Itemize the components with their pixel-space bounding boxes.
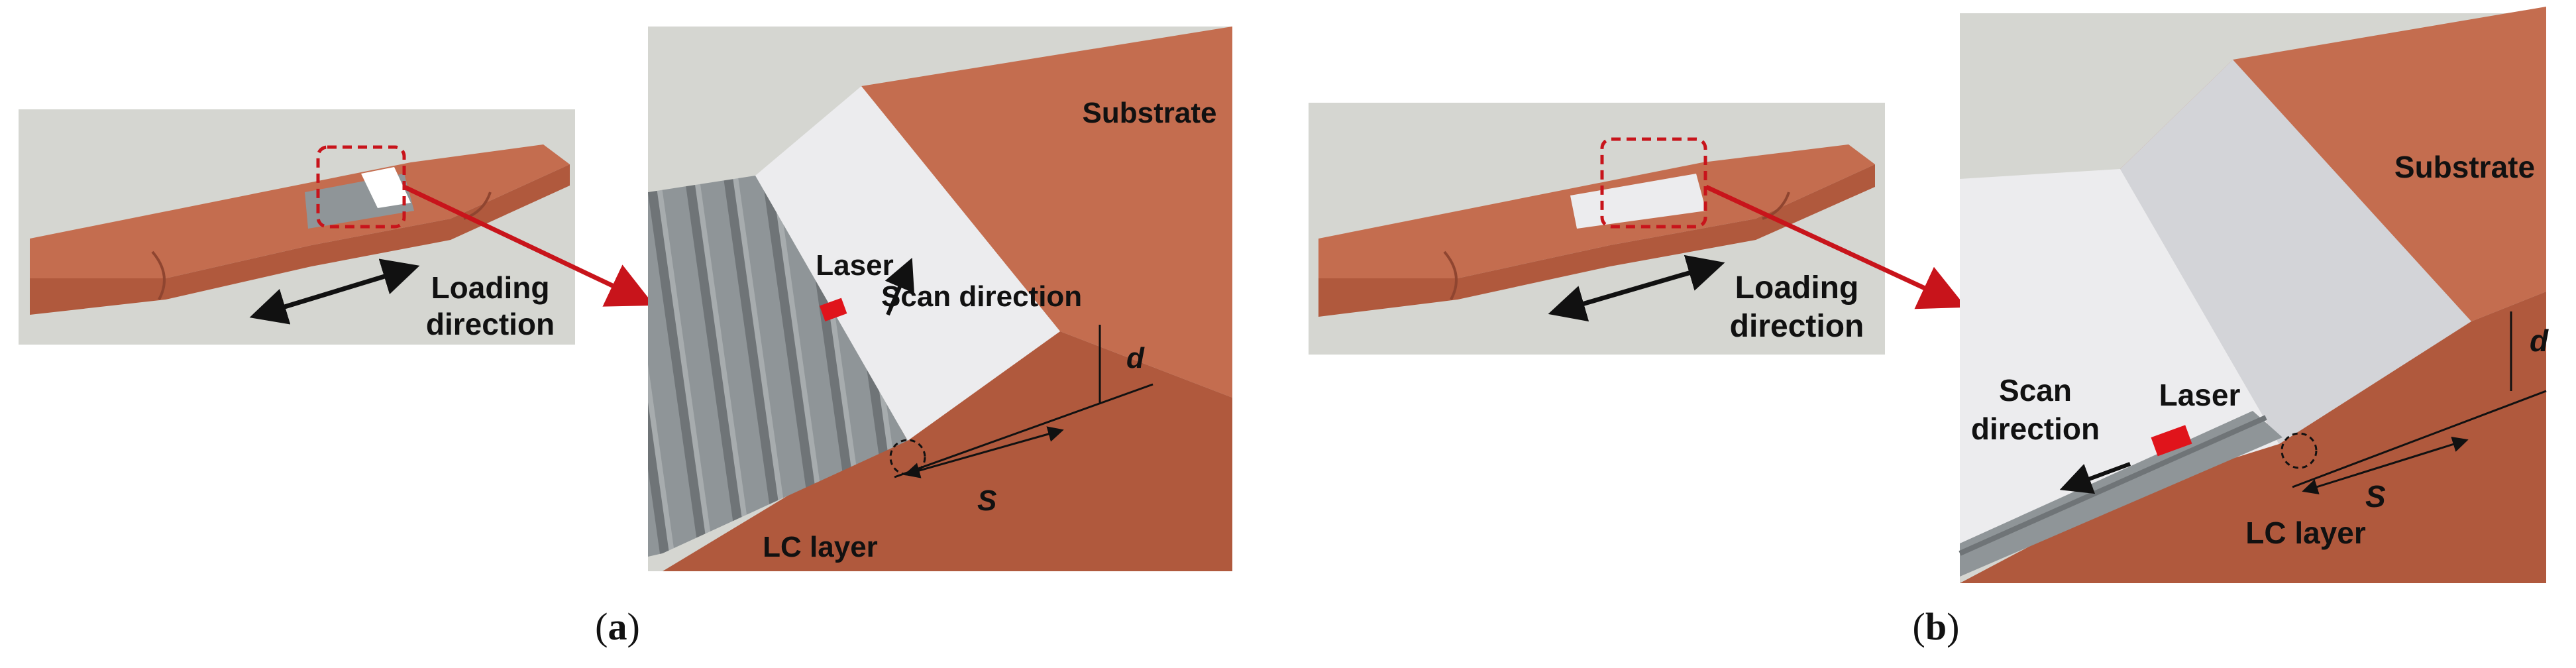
dog-bone-specimen [30,144,570,315]
loading-label-line2: direction [426,307,555,341]
laser-label: Laser [816,249,893,282]
scan-arrow [2059,462,2131,494]
scan-arrow [885,257,914,316]
caption-a-open: ( [595,605,608,648]
groove-wall-right [2120,60,2471,444]
caption-b-letter: b [1925,605,1947,648]
loading-label-line1: Loading [431,270,550,305]
s-label: S [977,484,996,517]
lc-layer-label: LC layer [2245,516,2366,550]
scan-label-line1: Scan [1999,373,2072,408]
panel-b: Loading direction Substrate Laser Scan d… [1309,7,2549,648]
caption-b-close: ) [1947,605,1959,648]
panel-b-overview: Loading direction [1309,103,1885,355]
zoom-arrow [1705,184,1966,309]
panel-a-detail: Substrate Laser Scan direction d S LC la… [648,27,1232,571]
lc-patch [1570,174,1706,229]
double-arrow-icon [1548,254,1725,322]
panel-a-overview: Loading direction [19,109,575,345]
caption-a: (a) [595,605,640,648]
lc-layer [1960,411,2282,577]
s-dimension [2302,436,2469,495]
caption-b: (b) [1913,605,1960,648]
scan-direction-label: Scan direction [881,280,1082,313]
substrate-top [861,27,1232,398]
scan-label-line2: direction [1971,412,2100,446]
leader-line [2292,390,2547,488]
lc-layer-label: LC layer [763,531,878,563]
caption-a-close: ) [627,605,640,648]
double-arrow-icon [249,258,420,325]
caption-a-letter: a [608,605,627,648]
d-label: d [2530,323,2549,358]
zoom-arrow [403,184,655,307]
laser-icon [819,298,847,322]
exposed-wall [361,167,411,208]
substrate-label: Substrate [2394,150,2535,184]
loading-label-line2: direction [1730,309,1864,344]
panel-a: Loading direction Substrate Laser Scan d… [19,27,1232,648]
d-label: d [1126,342,1145,374]
s-label: S [2365,479,2386,514]
substrate-label: Substrate [1083,97,1217,129]
laser-label: Laser [2159,378,2241,412]
caption-b-open: ( [1913,605,1925,648]
lc-layer [648,176,908,557]
lc-bead-edge [1959,415,2267,556]
panel-b-detail: Substrate Laser Scan direction d S LC la… [1959,7,2549,583]
laser-icon [2151,425,2192,457]
s-dimension [904,426,1064,478]
loading-label-line1: Loading [1735,270,1859,306]
leader-line [894,383,1154,478]
dog-bone-specimen [1318,144,1875,317]
